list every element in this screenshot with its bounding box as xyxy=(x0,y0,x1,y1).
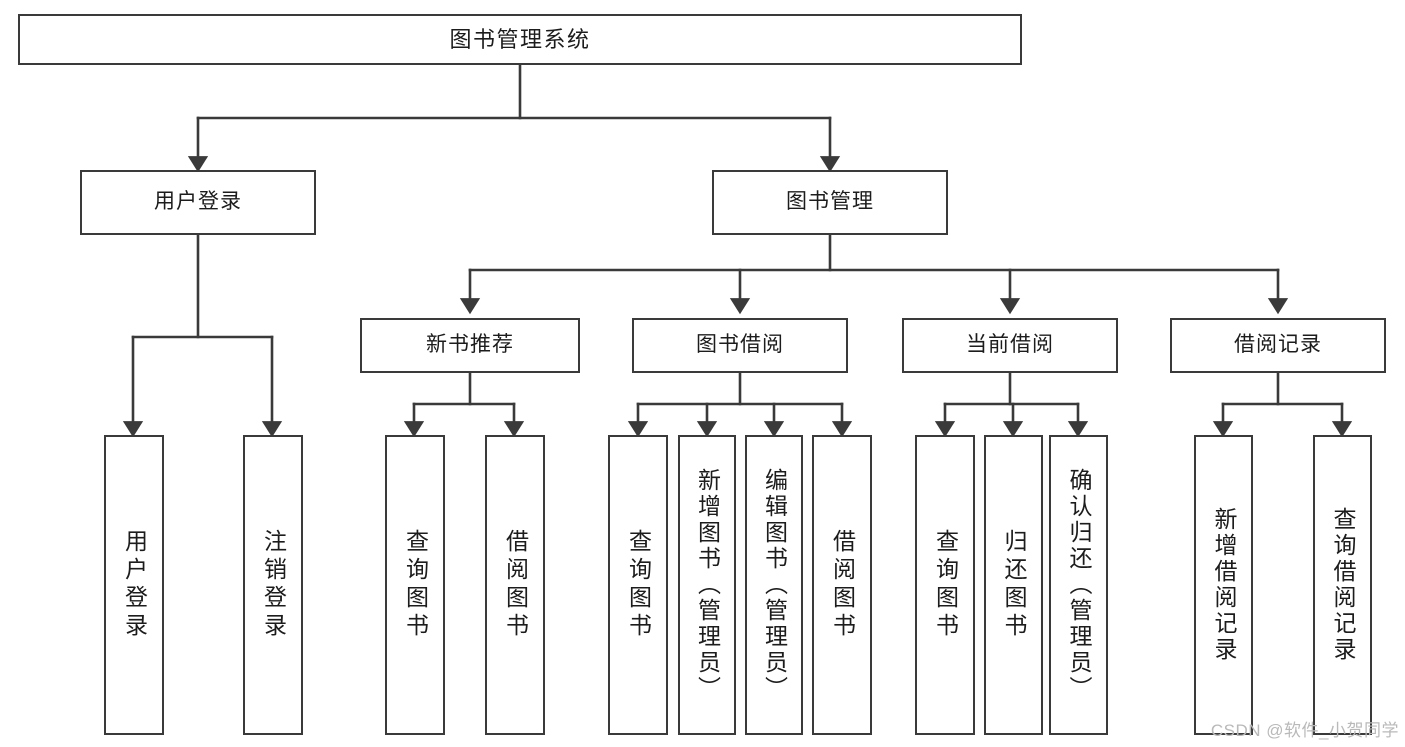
leaf-add-book-label: 新增图书（管理员） xyxy=(694,468,721,702)
watermark: CSDN @软件_小贺同学 xyxy=(1210,721,1399,740)
node-new-book-recommend[interactable]: 新书推荐 xyxy=(360,318,580,373)
leaf-borrow-book-1-label: 借阅图书 xyxy=(502,529,529,641)
leaf-query-book-1[interactable]: 查询图书 xyxy=(385,435,445,735)
leaf-add-book[interactable]: 新增图书（管理员） xyxy=(678,435,736,735)
node-root[interactable]: 图书管理系统 xyxy=(18,14,1022,65)
leaf-edit-book-label: 编辑图书（管理员） xyxy=(761,468,788,702)
node-book-manage-label: 图书管理 xyxy=(786,190,874,214)
leaf-query-book-3-label: 查询图书 xyxy=(932,529,959,641)
node-borrow-record-label: 借阅记录 xyxy=(1234,333,1322,357)
leaf-return-book[interactable]: 归还图书 xyxy=(984,435,1043,735)
node-current-borrow-label: 当前借阅 xyxy=(966,333,1054,357)
node-current-borrow[interactable]: 当前借阅 xyxy=(902,318,1118,373)
node-book-manage[interactable]: 图书管理 xyxy=(712,170,948,235)
leaf-return-book-label: 归还图书 xyxy=(1001,529,1027,641)
leaf-user-login-label: 用户登录 xyxy=(121,529,148,641)
leaf-confirm-return[interactable]: 确认归还（管理员） xyxy=(1049,435,1108,735)
leaf-borrow-book-2-label: 借阅图书 xyxy=(829,529,856,641)
leaf-query-book-2-label: 查询图书 xyxy=(625,529,652,641)
leaf-query-book-1-label: 查询图书 xyxy=(402,529,429,641)
leaf-confirm-return-label: 确认归还（管理员） xyxy=(1066,468,1092,702)
leaf-add-record[interactable]: 新增借阅记录 xyxy=(1194,435,1253,735)
node-user-login[interactable]: 用户登录 xyxy=(80,170,316,235)
leaf-query-book-2[interactable]: 查询图书 xyxy=(608,435,668,735)
node-borrow-record[interactable]: 借阅记录 xyxy=(1170,318,1386,373)
leaf-add-record-label: 新增借阅记录 xyxy=(1211,507,1237,663)
leaf-borrow-book-2[interactable]: 借阅图书 xyxy=(812,435,872,735)
node-new-book-recommend-label: 新书推荐 xyxy=(426,333,514,357)
node-book-borrow[interactable]: 图书借阅 xyxy=(632,318,848,373)
node-root-label: 图书管理系统 xyxy=(449,26,591,52)
leaf-query-record[interactable]: 查询借阅记录 xyxy=(1313,435,1372,735)
leaf-borrow-book-1[interactable]: 借阅图书 xyxy=(485,435,545,735)
leaf-logout-label: 注销登录 xyxy=(260,529,287,641)
leaf-query-record-label: 查询借阅记录 xyxy=(1330,507,1356,663)
node-book-borrow-label: 图书借阅 xyxy=(696,333,784,357)
leaf-user-login[interactable]: 用户登录 xyxy=(104,435,164,735)
leaf-edit-book[interactable]: 编辑图书（管理员） xyxy=(745,435,803,735)
leaf-logout[interactable]: 注销登录 xyxy=(243,435,303,735)
node-user-login-label: 用户登录 xyxy=(154,190,242,214)
leaf-query-book-3[interactable]: 查询图书 xyxy=(915,435,975,735)
